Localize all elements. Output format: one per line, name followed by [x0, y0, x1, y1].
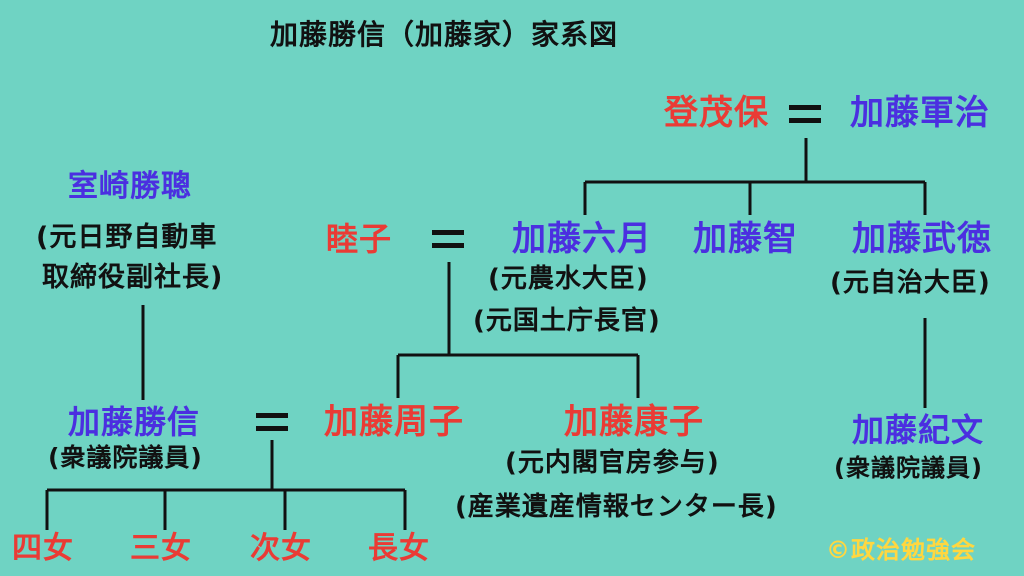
note-murosaki-2: 取締役副社長) [42, 262, 224, 293]
note-murosaki-1: (元日野自動車 [36, 222, 218, 253]
person-kato-katsunobu: 加藤勝信 [68, 403, 201, 441]
person-kato-shuko: 加藤周子 [324, 402, 464, 442]
note-katsunobu-1: (衆議院議員) [48, 443, 203, 472]
person-kato-gunji: 加藤軍治 [850, 93, 990, 133]
person-kato-norifumi: 加藤紀文 [852, 411, 985, 449]
person-murosaki: 室崎勝聰 [68, 169, 192, 204]
note-yasuko-2: (産業遺産情報センター長) [455, 492, 778, 522]
marriage-sign-mutsuki [432, 230, 464, 235]
person-kato-satoshi: 加藤智 [693, 219, 798, 259]
note-mutsuki-1: (元農水大臣) [488, 264, 649, 294]
note-yasuko-1: (元内閣官房参与) [505, 448, 720, 478]
person-noboru-moho: 登茂保 [664, 93, 769, 133]
child-d2: 次女 [250, 531, 312, 566]
person-kato-yasuko: 加藤康子 [564, 402, 704, 442]
person-kato-takenori: 加藤武徳 [852, 219, 992, 259]
person-kato-mutsuki: 加藤六月 [512, 219, 652, 259]
child-d3: 三女 [130, 531, 192, 566]
diagram-title: 加藤勝信（加藤家）家系図 [270, 18, 619, 51]
note-norifumi-1: (衆議院議員) [834, 454, 983, 482]
marriage-sign-top [789, 105, 821, 110]
note-mutsuki-2: (元国土庁長官) [473, 306, 661, 336]
marriage-sign-katsunobu [256, 413, 288, 418]
credit-watermark: ©政治勉強会 [826, 536, 976, 564]
child-d1: 長女 [368, 531, 430, 566]
person-mutsuko: 睦子 [326, 220, 393, 258]
child-d4: 四女 [12, 531, 74, 566]
note-takenori-1: (元自治大臣) [830, 268, 991, 298]
